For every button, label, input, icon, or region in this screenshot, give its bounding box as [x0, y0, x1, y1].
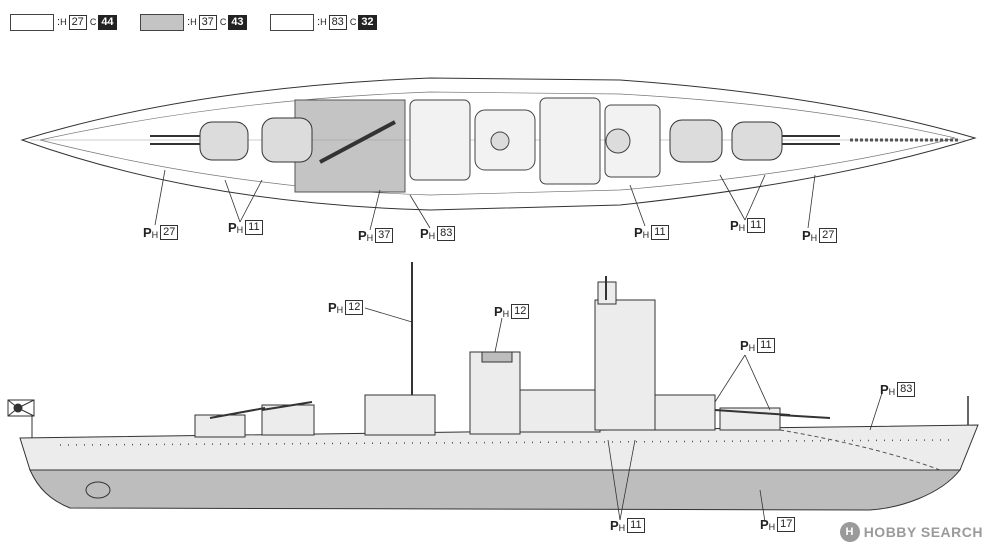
hobby-search-logo-icon: H: [839, 522, 860, 542]
top-superstructure: [409, 97, 661, 185]
top-deck-line: [39, 91, 956, 196]
top-turrets: [199, 117, 783, 163]
legend-h-code: H 37: [190, 14, 217, 30]
side-superstructure: [194, 299, 781, 438]
legend-item-1: : H 27 C 44: [10, 12, 117, 32]
legend-c-code: C 43: [220, 14, 247, 30]
top-gun-barrels: [150, 135, 840, 145]
legend-c-code: C 44: [90, 14, 117, 30]
legend-colon: :: [187, 16, 191, 28]
watermark: H HOBBY SEARCH: [839, 522, 983, 542]
legend-swatch-white-2: [270, 13, 314, 31]
legend-swatch-white: [10, 13, 54, 31]
watermark-text: HOBBY SEARCH: [863, 524, 983, 540]
rising-sun-flag: [7, 399, 35, 417]
top-view: [20, 77, 977, 231]
legend-colon: :: [57, 16, 61, 28]
legend-colon: :: [317, 16, 321, 28]
side-view: [7, 262, 979, 523]
side-propeller: [85, 481, 111, 499]
legend-c-code: C 32: [350, 14, 377, 30]
side-boot-curve: [779, 429, 941, 471]
legend-h-code: H 27: [60, 14, 87, 30]
top-leader-lines: [154, 169, 816, 231]
legend-h-code: H 83: [320, 14, 347, 30]
side-funnel: [481, 351, 513, 363]
side-gun-barrels: [209, 401, 831, 419]
top-aircraft-catapult: [319, 120, 396, 164]
legend-item-3: : H 83 C 32: [270, 12, 377, 32]
legend-item-2: : H 37 C 43: [140, 12, 247, 32]
side-hull-lower: [29, 469, 962, 511]
side-leader-lines: [364, 307, 883, 523]
legend-swatch-grey: [140, 13, 184, 31]
